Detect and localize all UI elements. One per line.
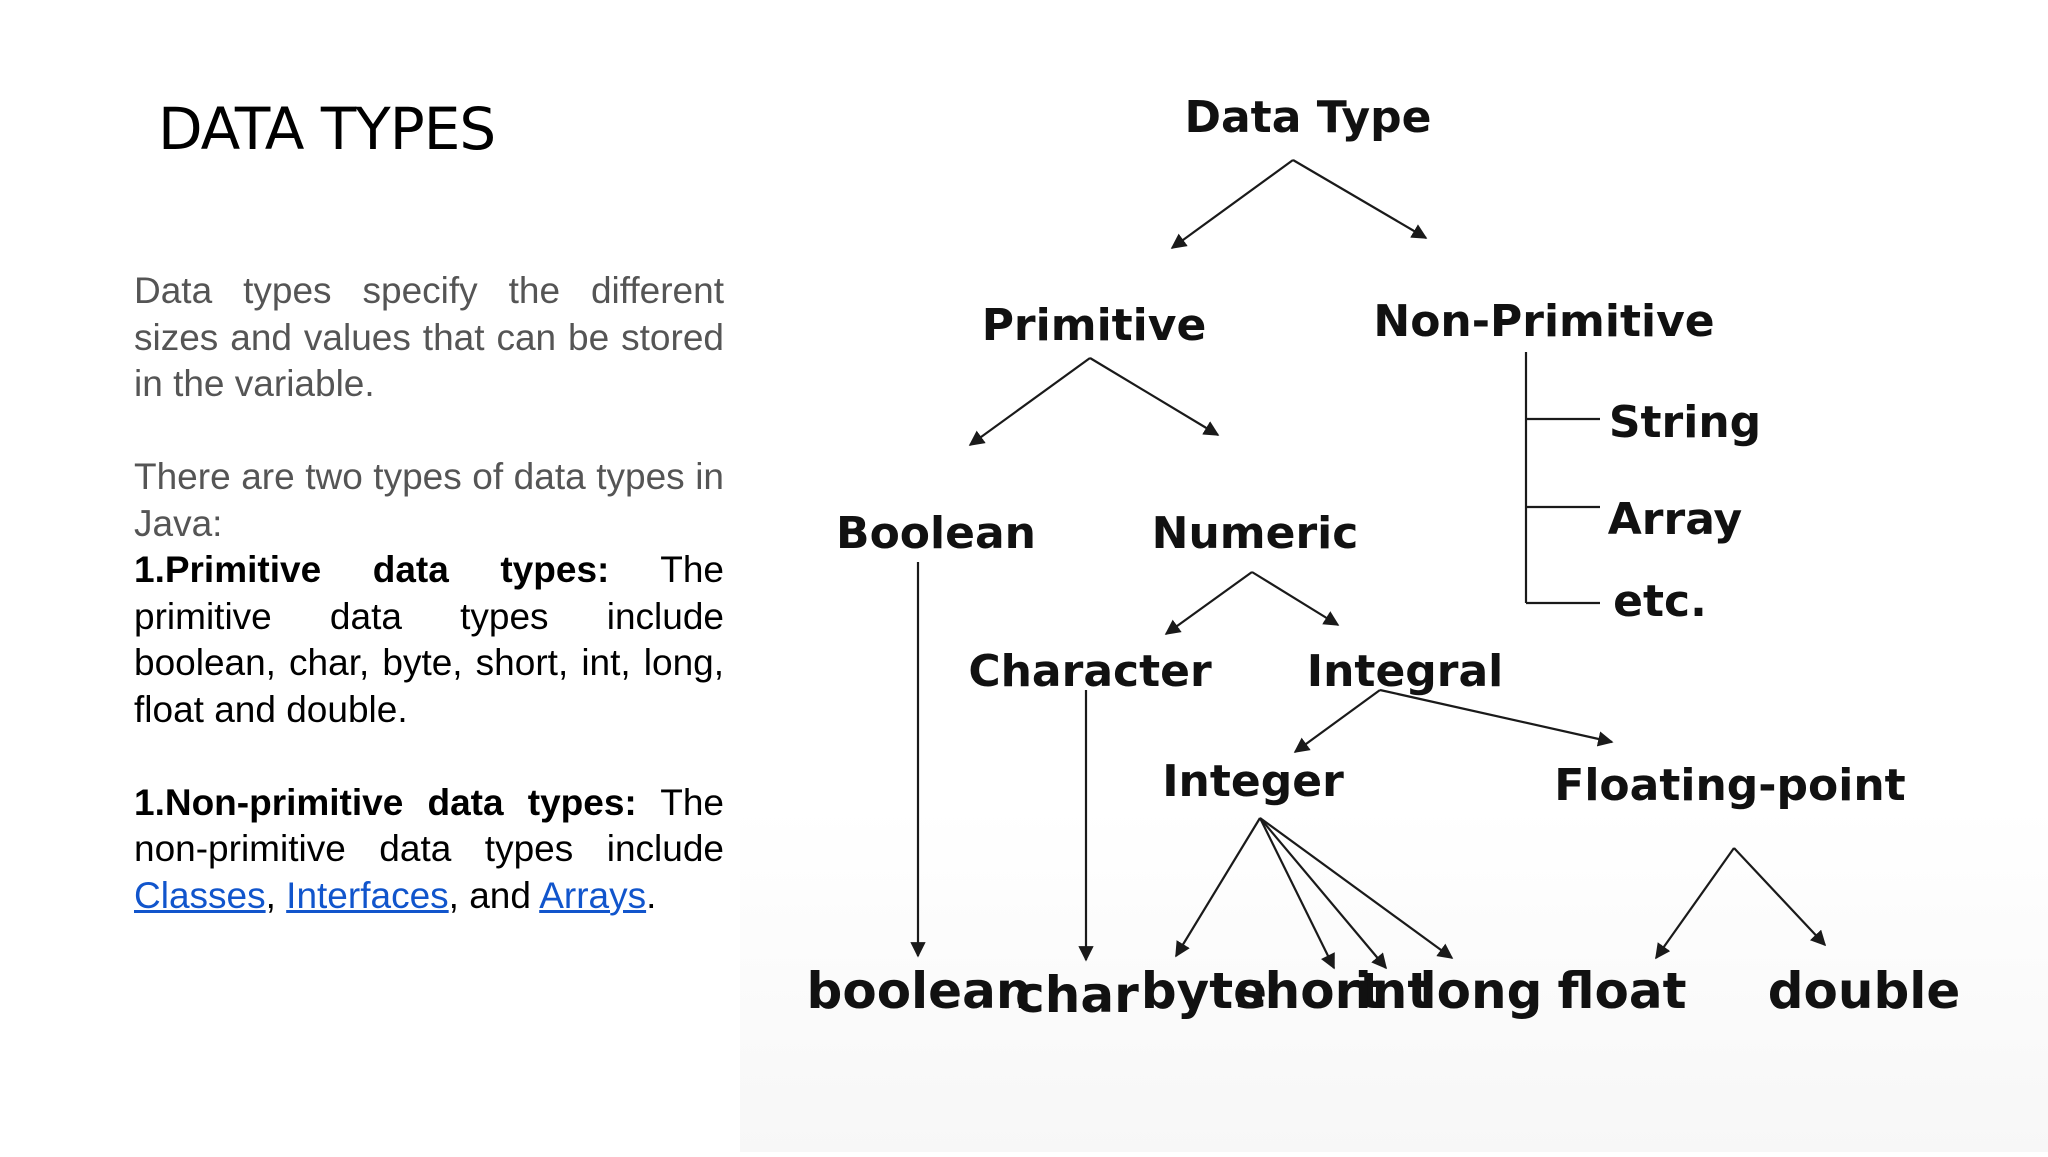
slide-title: DATA TYPES: [158, 95, 496, 163]
primitive-label: 1.Primitive data types:: [134, 549, 610, 590]
node-array: Array: [1608, 494, 1742, 545]
leaf-double: double: [1768, 962, 1961, 1020]
non-primitive-paragraph: 1.Non-primitive data types: The non-prim…: [134, 780, 724, 920]
edge-primitive-boolean: [968, 357, 1091, 446]
edge-numeric-character: [1164, 571, 1253, 635]
node-integral: Integral: [1307, 646, 1504, 697]
types-intro-paragraph: There are two types of data types in Jav…: [134, 456, 724, 544]
diagram-svg: Data Type Primitive Non-Primitive String…: [807, 92, 1961, 1024]
leaf-int: int: [1355, 962, 1432, 1020]
node-etc: etc.: [1613, 576, 1707, 627]
edge-integer-byte: [1175, 817, 1261, 958]
edge-primitive-numeric: [1089, 357, 1220, 436]
leaf-long: long: [1420, 962, 1543, 1020]
edge-integer-short: [1259, 817, 1335, 970]
leaf-boolean: boolean: [807, 962, 1032, 1020]
edge-numeric-integral: [1251, 571, 1340, 626]
body-text: Data types specify the different sizes a…: [134, 268, 724, 919]
non-primitive-description: The non-primitive data types include: [134, 781, 724, 870]
data-type-diagram: Data Type Primitive Non-Primitive String…: [740, 0, 2048, 1152]
node-numeric: Numeric: [1152, 508, 1359, 559]
node-floating-point: Floating-point: [1554, 760, 1905, 811]
edge-integral-floating: [1379, 688, 1614, 747]
node-string: String: [1609, 397, 1761, 448]
node-non-primitive: Non-Primitive: [1373, 296, 1714, 347]
non-primitive-label: 1.Non-primitive data types:: [134, 781, 637, 823]
arrays-link[interactable]: Arrays: [539, 874, 647, 916]
leaf-byte: byte: [1141, 962, 1267, 1020]
edge-floating-float: [1655, 847, 1735, 960]
node-primitive: Primitive: [982, 300, 1207, 351]
primitive-description: The primitive data types include boolean…: [134, 549, 724, 730]
edge-floating-double: [1733, 847, 1827, 947]
node-boolean-category: Boolean: [836, 508, 1036, 559]
leaf-float: float: [1557, 962, 1686, 1020]
edge-datatype-nonprimitive: [1292, 159, 1428, 239]
link-separator-1: ,: [265, 874, 287, 916]
node-data-type: Data Type: [1184, 92, 1431, 143]
edge-integer-long: [1259, 817, 1454, 959]
node-character: Character: [968, 646, 1212, 697]
leaf-short: short: [1235, 962, 1383, 1020]
classes-link[interactable]: Classes: [134, 874, 266, 916]
primitive-paragraph: 1.Primitive data types: The primitive da…: [134, 547, 724, 733]
edge-datatype-primitive: [1170, 159, 1294, 249]
link-separator-2: , and: [448, 874, 540, 916]
node-integer: Integer: [1162, 756, 1344, 807]
sentence-end: .: [646, 874, 657, 916]
edge-integer-int: [1259, 817, 1387, 970]
interfaces-link[interactable]: Interfaces: [286, 874, 449, 916]
intro-paragraph: Data types specify the different sizes a…: [134, 270, 724, 404]
leaf-char: char: [1015, 966, 1139, 1024]
edge-integral-integer: [1293, 689, 1381, 753]
